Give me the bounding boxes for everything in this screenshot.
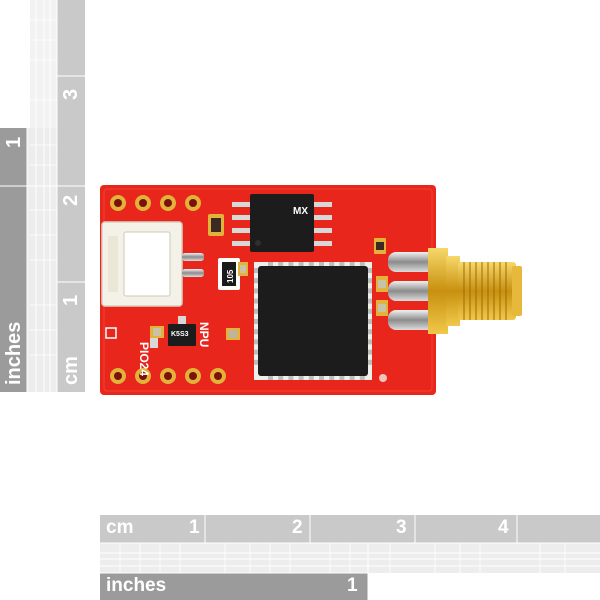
ruler-bottom-cm-unit: cm [106,517,134,538]
ruler-left: 3 2 1 cm 1 inches [0,0,85,392]
qfn-pin [359,376,365,380]
qfn-pin [368,298,372,304]
qfn-pin [254,319,258,324]
ruler-bottom-ticks [100,515,600,600]
via-dot [379,374,387,382]
qfn-pin [368,308,372,314]
qfn-pin [359,262,365,266]
ruler-bottom-inch-tick-1: 1 [347,575,358,596]
flash-chip: MX [232,194,332,252]
sma-connector [388,248,522,334]
qfn-pin [368,339,372,345]
ruler-left-inch-strip [0,128,27,392]
qfn-pin [319,262,324,266]
qfn-pin [254,329,258,335]
qfn-pin [254,298,258,304]
qfn-pin [368,359,372,365]
qfn-pin [268,376,273,380]
bottom-header-pads [110,368,226,384]
ruler-left-cm-strip [57,0,85,392]
qfn-chip [254,262,372,380]
qfn-pin [329,376,335,380]
qfn-pin [254,278,258,284]
qfn-pin [298,262,304,266]
resistor-r1 [208,214,224,236]
capacitor-c4 [376,276,388,292]
ruler-bottom-tick-3: 3 [396,517,407,538]
qfn-pin [268,262,273,266]
qfn-pin [254,359,258,365]
regulator-label: K5S3 [171,331,189,338]
resistor-105-label: 105 [226,269,235,283]
qfn-pin [329,262,335,266]
ruler-bottom-tick-2: 2 [292,517,303,538]
ruler-left-ticks [0,0,85,392]
qfn-pin [349,376,355,380]
flash-chip-logo: MX [293,206,308,217]
qfn-pin [368,288,372,294]
ruler-bottom-inch-strip [100,573,368,600]
connector-label: PIO24 [137,342,151,376]
qfn-pin [368,278,372,284]
qfn-pin [288,262,294,266]
qfn-pin [288,376,294,380]
resistor-105: 105 [218,258,240,290]
ruler-bottom: cm 1 2 3 4 inches 1 [100,515,600,600]
qfn-pin [254,349,258,355]
jst-connector [101,221,204,307]
qfn-pin [349,262,355,266]
qfn-pin [319,376,324,380]
qfn-pin [298,376,304,380]
qfn-pin [339,376,345,380]
regulator: K5S3 [150,316,196,348]
qfn-pins [254,262,372,380]
ruler-bottom-tick-4: 4 [498,517,509,538]
qfn-pin [254,308,258,314]
ruler-bottom-tick-1: 1 [189,517,200,538]
qfn-pin [368,268,372,273]
capacitor-c5 [376,300,388,316]
qfn-pin [254,288,258,294]
ruler-bottom-inches-unit: inches [106,575,167,596]
capacitor-c2 [226,328,240,340]
capacitor-c1 [238,262,248,276]
net-label: NPU [197,322,211,347]
qfn-pin [254,268,258,273]
qfn-pin [368,329,372,335]
qfn-pin [308,262,314,266]
regulator-cap [150,326,164,338]
qfn-pin [339,262,345,266]
qfn-pin [368,349,372,355]
qfn-pin [308,376,314,380]
qfn-pin [278,262,284,266]
silk-pin1-marker [105,327,117,339]
top-header-pads [110,195,201,211]
qfn-pin [278,376,284,380]
qfn-pin [254,339,258,345]
qfn-pin [368,319,372,324]
capacitor-c3 [374,238,386,254]
